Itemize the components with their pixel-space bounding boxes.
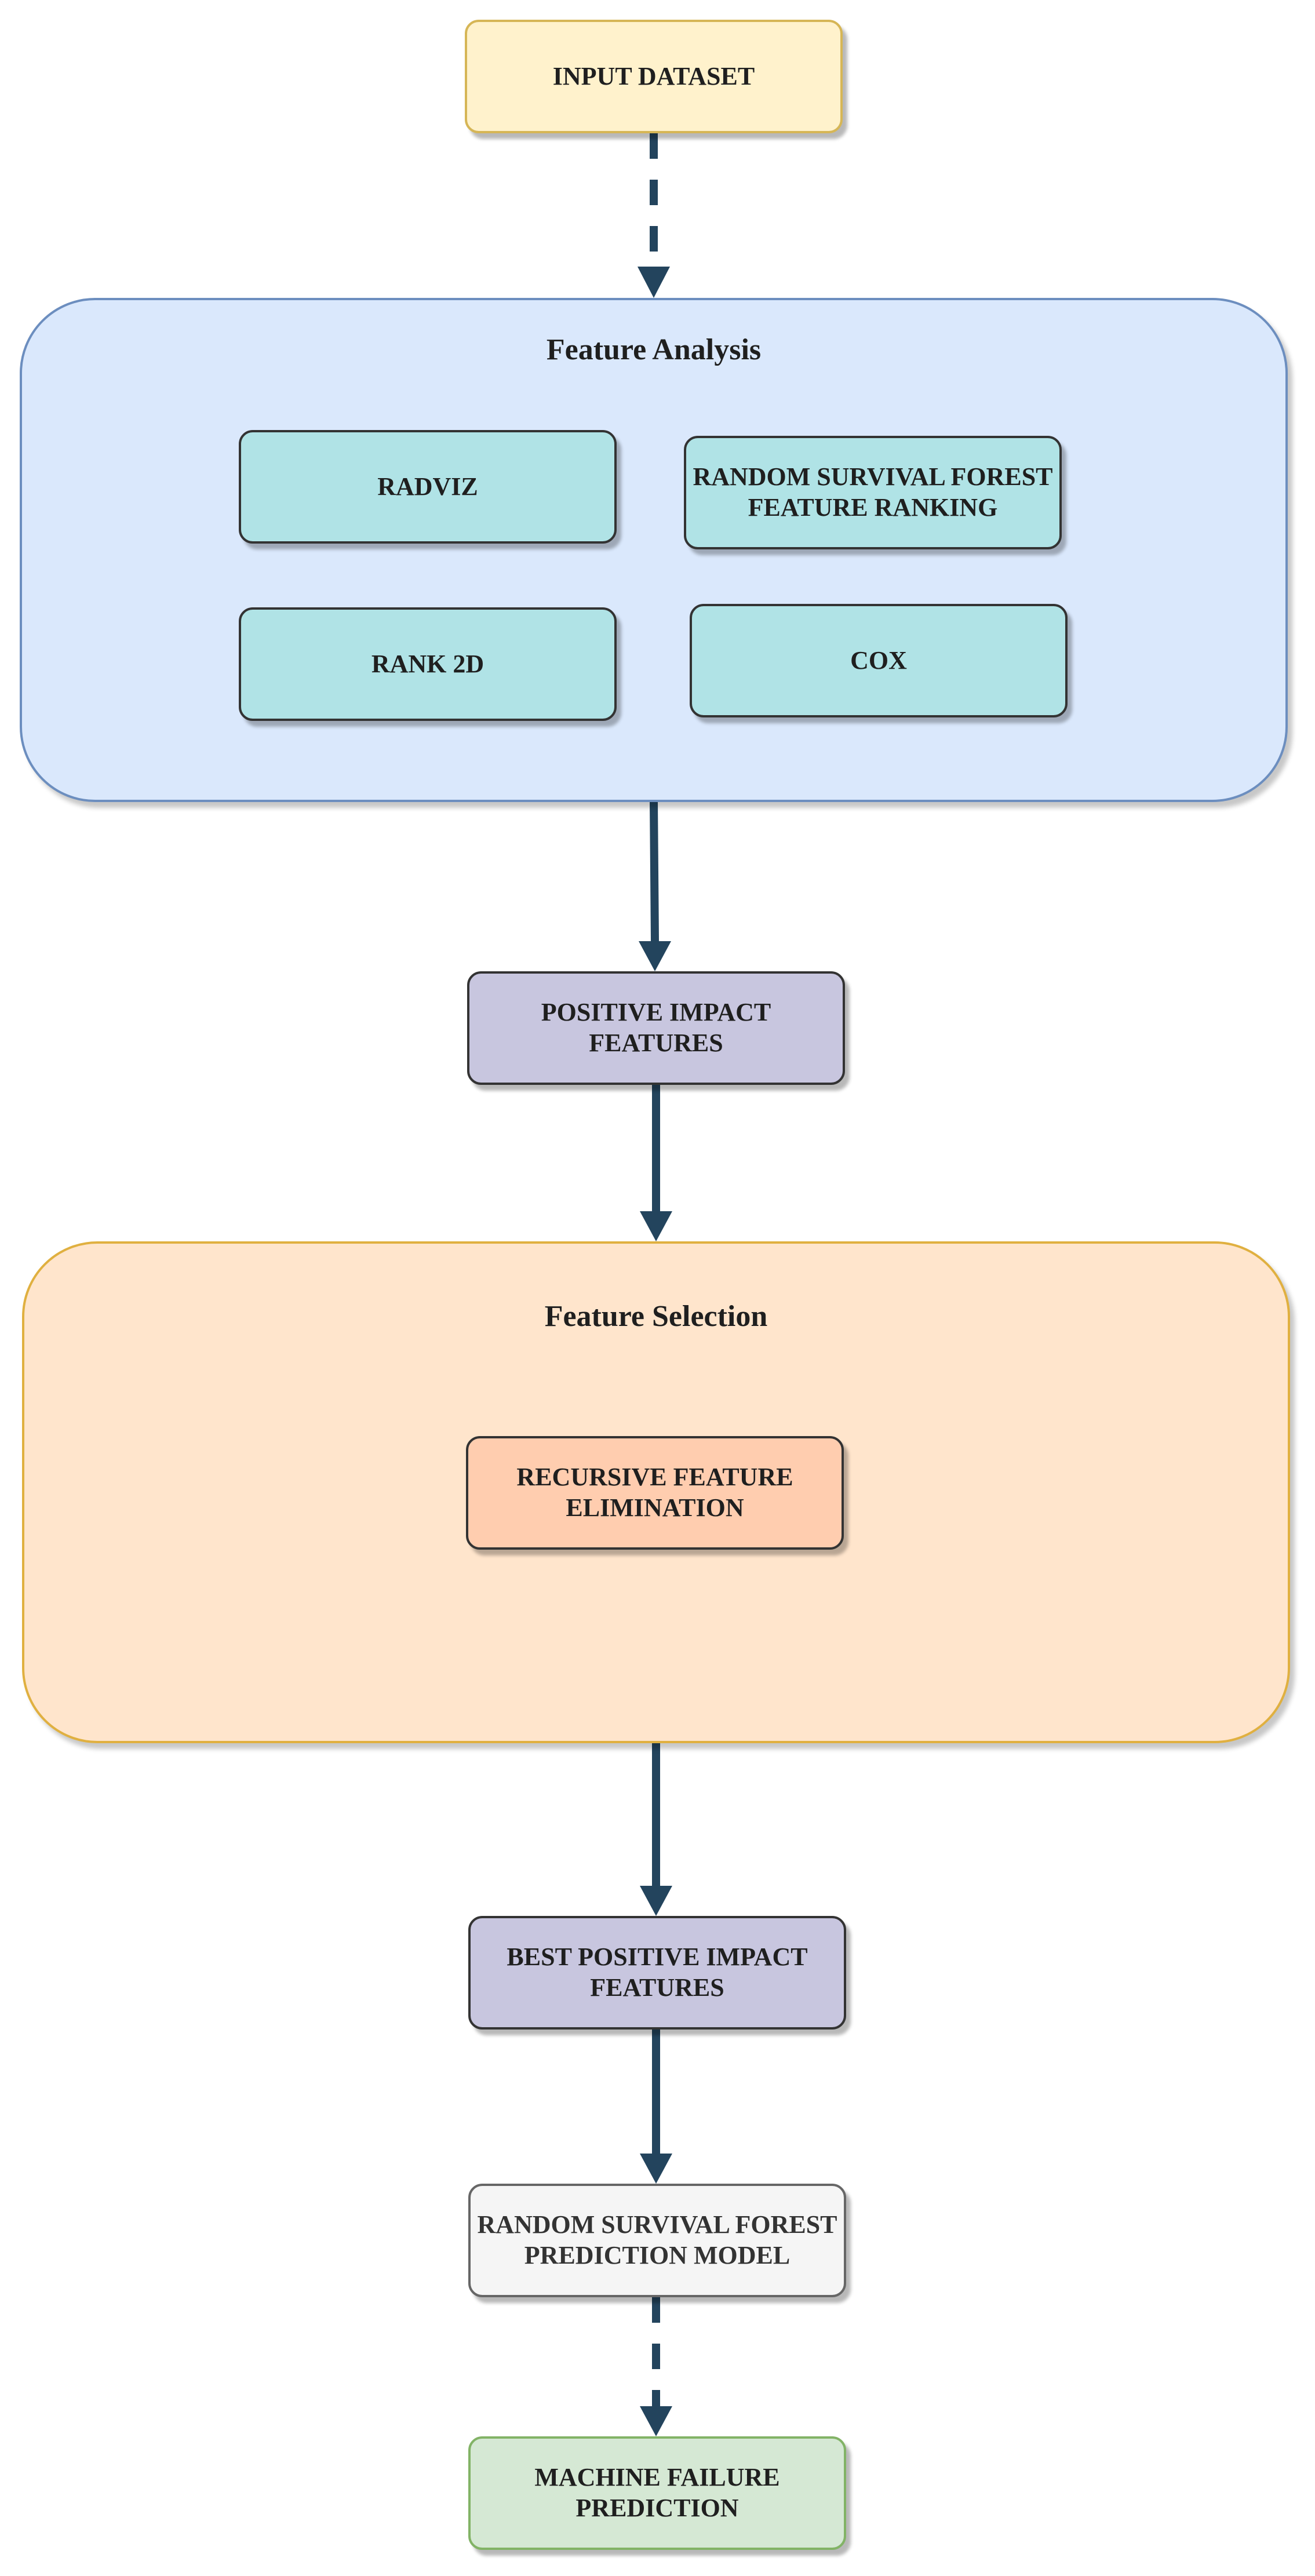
best-positive-impact-features-label: BEST POSITIVE IMPACT FEATURES <box>507 1943 808 2002</box>
best-positive-impact-features-node: BEST POSITIVE IMPACT FEATURES <box>468 1916 846 2030</box>
rsf-prediction-model-label: RANDOM SURVIVAL FOREST PREDICTION MODEL <box>477 2210 837 2269</box>
machine-failure-prediction-node: MACHINE FAILURE PREDICTION <box>468 2436 846 2550</box>
cox-node: COX <box>690 604 1068 717</box>
rank-2d-label: RANK 2D <box>371 649 485 678</box>
feature-analysis-group: Feature Analysis <box>20 298 1288 802</box>
positive-impact-features-label: POSITIVE IMPACT FEATURES <box>541 998 771 1057</box>
cox-label: COX <box>850 646 907 675</box>
rsf-feature-ranking-node: RANDOM SURVIVAL FOREST FEATURE RANKING <box>684 436 1062 549</box>
feature-analysis-title: Feature Analysis <box>546 333 762 366</box>
positive-impact-features-node: POSITIVE IMPACT FEATURES <box>467 971 845 1085</box>
radviz-node: RADVIZ <box>239 430 617 544</box>
input-dataset-node: INPUT DATASET <box>465 20 843 133</box>
arrow-best-to-model <box>640 2030 672 2184</box>
recursive-feature-elimination-node: RECURSIVE FEATURE ELIMINATION <box>466 1436 844 1550</box>
arrow-selection-to-best <box>640 1743 672 1916</box>
input-dataset-label: INPUT DATASET <box>552 61 755 90</box>
rsf-feature-ranking-label: RANDOM SURVIVAL FOREST FEATURE RANKING <box>693 462 1053 522</box>
arrow-input-to-analysis <box>638 133 670 298</box>
arrow-model-to-prediction <box>640 2297 672 2436</box>
rank-2d-node: RANK 2D <box>239 607 617 721</box>
machine-failure-prediction-label: MACHINE FAILURE PREDICTION <box>534 2463 780 2522</box>
arrow-positive-to-selection <box>640 1085 672 1241</box>
arrow-analysis-to-positive <box>639 801 671 971</box>
rsf-prediction-model-node: RANDOM SURVIVAL FOREST PREDICTION MODEL <box>468 2184 846 2297</box>
radviz-label: RADVIZ <box>377 472 478 501</box>
recursive-feature-elimination-label: RECURSIVE FEATURE ELIMINATION <box>516 1463 793 1522</box>
feature-selection-title: Feature Selection <box>544 1300 768 1333</box>
